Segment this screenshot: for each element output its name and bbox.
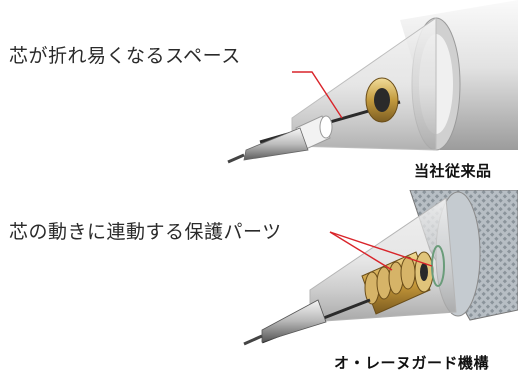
metal-tip bbox=[227, 127, 309, 164]
annotation-pointer-lines bbox=[329, 231, 433, 271]
olenu-guard-panel: 芯の動きに連動する保護パーツ オ・レーヌガード機構 bbox=[0, 190, 518, 381]
metal-tip-2 bbox=[243, 299, 327, 346]
conventional-product-panel: 芯が折れ易くなるスペース 当社従来品 bbox=[0, 0, 518, 190]
conventional-pencil-illustration bbox=[227, 0, 518, 164]
annotation-pointer-line bbox=[292, 71, 343, 119]
protective-part-annotation-label: 芯の動きに連動する保護パーツ bbox=[9, 221, 282, 243]
conventional-product-caption: 当社従来品 bbox=[414, 162, 492, 180]
brass-chuck bbox=[365, 77, 399, 123]
olenu-guard-caption: オ・レーヌガード機構 bbox=[334, 354, 490, 372]
space-annotation-label: 芯が折れ易くなるスペース bbox=[9, 45, 241, 67]
olenu-guard-pencil-illustration bbox=[243, 190, 518, 346]
brass-protective-spring bbox=[361, 251, 434, 315]
